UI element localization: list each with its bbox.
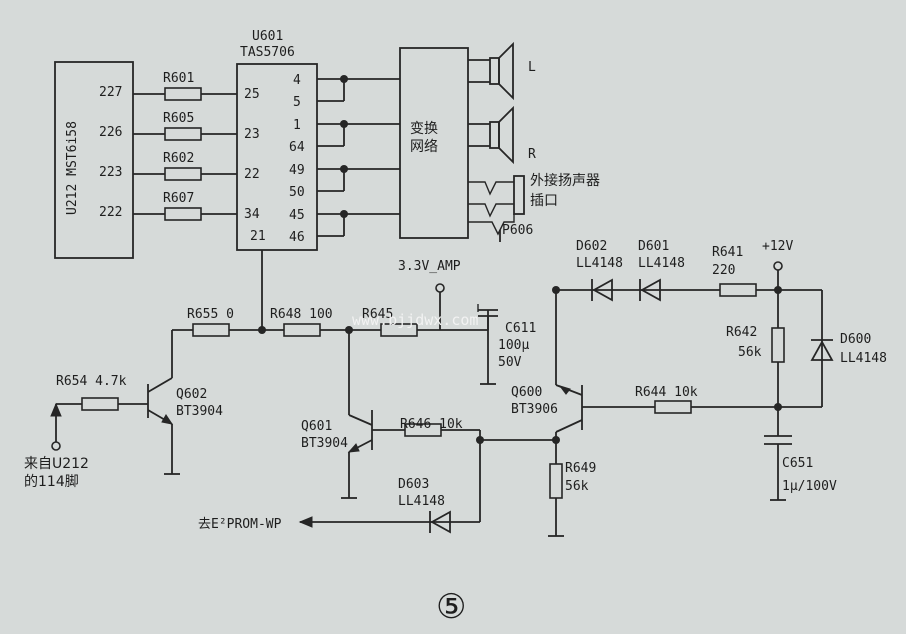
u601-pin-23: 23 [244, 127, 260, 142]
mute-bus [171, 283, 445, 368]
r605-label: R605 [163, 111, 194, 126]
r654-label: R654 4.7k [56, 374, 127, 389]
u212-chip [54, 61, 134, 259]
v12-label: +12V [762, 239, 793, 254]
output-label: 去E²PROM-WP [198, 517, 282, 532]
c611-capacitor [440, 304, 498, 385]
u601-ref: U601 [252, 29, 283, 44]
r641-value: 220 [712, 263, 735, 278]
r607-label: R607 [163, 191, 194, 206]
r642-value: 56k [738, 345, 762, 360]
u601-pin-34: 34 [244, 207, 260, 222]
u601-pin-5: 5 [293, 95, 301, 110]
r646-label: R646 10k [400, 417, 463, 432]
q601-label: Q601 [301, 419, 332, 434]
u601-pin-21: 21 [250, 229, 266, 244]
c651-label: C651 [782, 456, 813, 471]
input-label-line1: 来自U212 [24, 456, 89, 472]
input-label-line2: 的114脚 [24, 474, 79, 490]
r649-label: R649 [565, 461, 596, 476]
r654-resistor [81, 397, 119, 411]
u601-pin-22: 22 [244, 167, 260, 182]
u212-pin-222: 222 [99, 205, 122, 220]
r641-resistor [719, 283, 757, 297]
u601-pin-1: 1 [293, 118, 301, 133]
u601-pin-25: 25 [244, 87, 260, 102]
network-label-line2: 网络 [410, 139, 438, 155]
d600-label: D600 [840, 332, 871, 347]
speaker-l-icon [468, 41, 514, 101]
r601-label: R601 [163, 71, 194, 86]
u601-pin-50: 50 [289, 185, 305, 200]
r648-resistor [283, 323, 321, 337]
q601-part: BT3904 [301, 436, 348, 451]
r655-resistor [192, 323, 230, 337]
r654-input-branch [50, 397, 148, 451]
c611-val1: 100μ [498, 338, 529, 353]
r601-resistor [164, 87, 202, 101]
u601-pin-4: 4 [293, 73, 301, 88]
d603-diode [298, 510, 480, 534]
r641-label: R641 [712, 245, 743, 260]
conversion-network-box [399, 47, 469, 239]
r642-label: R642 [726, 325, 757, 340]
q602-part: BT3904 [176, 404, 223, 419]
d603-label: D603 [398, 477, 429, 492]
r607-resistor [164, 207, 202, 221]
u601-pin-49: 49 [289, 163, 305, 178]
q602-label: Q602 [176, 387, 207, 402]
d601-part: LL4148 [638, 256, 685, 271]
u601-pin-45: 45 [289, 208, 305, 223]
speaker-r-icon [468, 105, 514, 165]
speaker-l-label: L [528, 60, 536, 75]
r649-resistor [549, 463, 563, 499]
u601-pin-46: 46 [289, 230, 305, 245]
d600-part: LL4148 [840, 351, 887, 366]
u601-chip [236, 63, 318, 251]
r646-resistor [404, 423, 442, 437]
q600-part: BT3906 [511, 402, 558, 417]
q600-label: Q600 [511, 385, 542, 400]
c611-val2: 50V [498, 355, 522, 370]
figure-number: ⑤ [436, 587, 466, 627]
r655-label: R655 0 [187, 307, 234, 322]
d602-part: LL4148 [576, 256, 623, 271]
u601-part: TAS5706 [240, 45, 295, 60]
u601-output-wires [317, 75, 400, 237]
u212-label: U212 MST6i58 [65, 121, 80, 215]
c651-value: 1μ/100V [782, 479, 837, 494]
r644-label: R644 10k [635, 385, 698, 400]
input-resistors [133, 87, 237, 221]
ext-jack-label-line2: 插口 [530, 193, 558, 209]
r605-resistor [164, 127, 202, 141]
d603-part: LL4148 [398, 494, 445, 509]
u212-pin-226: 226 [99, 125, 122, 140]
speaker-r-label: R [528, 147, 536, 162]
r644-resistor [654, 400, 692, 414]
c611-label: C611 [505, 321, 536, 336]
r645-label: R645 [362, 307, 393, 322]
ext-speaker-jack-icon [468, 175, 525, 242]
vamp-label: 3.3V_AMP [398, 259, 461, 274]
r645-resistor [380, 323, 418, 337]
d601-label: D601 [638, 239, 669, 254]
r648-label: R648 100 [270, 307, 333, 322]
u212-pin-227: 227 [99, 85, 122, 100]
d602-label: D602 [576, 239, 607, 254]
u601-pin-64: 64 [289, 140, 305, 155]
watermark: www.bjjdwx.com [352, 311, 478, 329]
r602-label: R602 [163, 151, 194, 166]
r602-resistor [164, 167, 202, 181]
q600-transistor [480, 286, 778, 537]
r642-resistor [771, 327, 785, 363]
supply-rail [556, 261, 834, 501]
q602-transistor [147, 368, 180, 475]
u212-pin-223: 223 [99, 165, 122, 180]
network-label-line1: 变换 [410, 120, 438, 137]
ext-jack-label-line1: 外接扬声器 [530, 172, 600, 189]
ext-jack-ref: P606 [502, 223, 533, 238]
q601-transistor [341, 330, 484, 522]
r649-value: 56k [565, 479, 589, 494]
